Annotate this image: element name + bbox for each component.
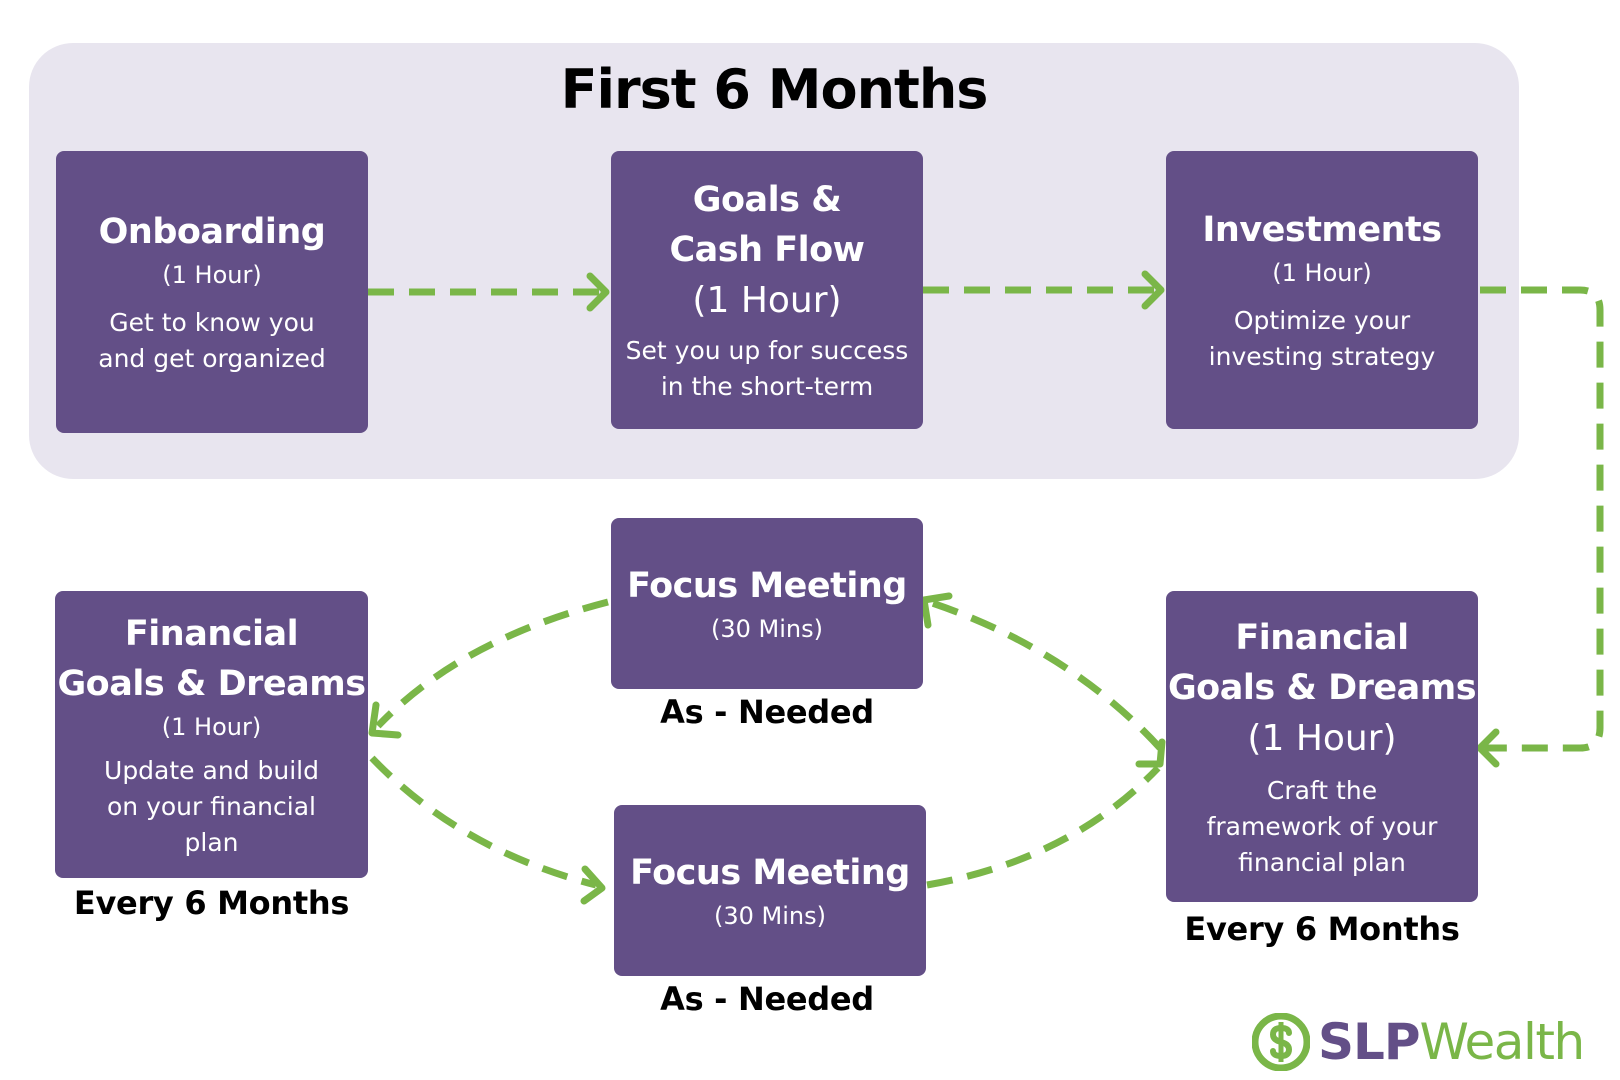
focus-meeting-bottom-duration: (30 Mins) [714,901,826,930]
onboarding-title: Onboarding [98,212,326,252]
financial-goals-right-duration: (1 Hour) [1247,717,1397,759]
goals-cash-flow-description: Set you up for success in the short-term [626,333,909,405]
investments-desc-line-2: investing strategy [1208,342,1436,371]
goals-cash-flow-duration: (1 Hour) [692,280,842,321]
connector-focus-bottom-to-financial-right [926,765,1161,889]
arrowhead-goals [586,272,610,312]
connector-financial-left-to-focus-bottom [369,755,597,889]
financial-goals-right-box: Financial Goals & Dreams (1 Hour) Craft … [1166,591,1478,902]
focus-meeting-top-caption: As - Needed [660,693,874,731]
onboarding-desc-line-2: and get organized [98,344,326,373]
dollar-circle-icon [1252,1013,1310,1071]
focus-meeting-top-title: Focus Meeting [627,565,907,606]
financial-goals-left-duration: (1 Hour) [161,712,262,741]
financial-goals-right-title-line-2: Goals & Dreams [1167,667,1477,708]
financial-goals-right-caption: Every 6 Months [1184,910,1460,948]
logo-brand-wealth: Wealth [1419,1013,1586,1071]
financial-goals-left-desc-line-3: plan [184,827,239,857]
onboarding-box: Onboarding (1 Hour) Get to know you and … [56,151,368,433]
goals-cash-flow-desc-line-1: Set you up for success [625,336,909,365]
arrowhead-investments [1141,270,1165,310]
financial-goals-right-description: Craft the framework of your financial pl… [1207,773,1438,881]
financial-goals-left-box: Financial Goals & Dreams (1 Hour) Update… [55,591,368,878]
investments-desc-line-1: Optimize your [1233,306,1411,335]
investments-title: Investments [1202,210,1442,250]
financial-goals-left-title-line-2: Goals & Dreams [57,663,366,704]
arrowhead-financial-right-bottom [1135,738,1166,768]
focus-meeting-top-box: Focus Meeting (30 Mins) [611,518,923,689]
goals-cash-flow-box: Goals & Cash Flow (1 Hour) Set you up fo… [611,151,923,429]
arrowhead-focus-top [920,592,953,629]
slp-wealth-logo: SLP Wealth [1252,1010,1586,1074]
focus-meeting-bottom-caption: As - Needed [660,980,874,1018]
arrowhead-financial-right [1476,728,1500,768]
financial-goals-left-caption: Every 6 Months [73,884,350,922]
financial-goals-left-title-line-1: Financial [124,613,299,654]
focus-meeting-bottom-title: Focus Meeting [630,852,910,893]
goals-cash-flow-desc-line-2: in the short-term [660,372,874,401]
section-title: First 6 Months [560,58,989,121]
financial-goals-left-description: Update and build on your financial plan [104,753,319,861]
onboarding-duration: (1 Hour) [162,261,262,289]
focus-meeting-bottom-box: Focus Meeting (30 Mins) [614,805,926,976]
connector-focus-top-to-financial-left [375,598,609,729]
onboarding-description: Get to know you and get organized [98,305,325,377]
connector-investments-to-financial-right [1480,286,1604,752]
investments-duration: (1 Hour) [1272,259,1372,287]
financial-goals-right-title-line-1: Financial [1235,617,1409,658]
investments-box: Investments (1 Hour) Optimize your inves… [1166,151,1478,429]
focus-meeting-top-duration: (30 Mins) [711,614,823,643]
goals-cash-flow-title-line-1: Goals & [692,180,842,220]
arrowhead-financial-left [368,701,402,739]
arrowhead-focus-bottom [580,865,606,905]
goals-cash-flow-title-line-2: Cash Flow [669,230,865,270]
financial-goals-right-desc-line-3: financial plan [1238,847,1406,877]
connector-financial-right-to-focus-top [930,599,1163,751]
financial-goals-left-desc-line-2: on your financial [107,791,316,821]
financial-goals-right-desc-line-1: Craft the [1266,775,1378,805]
logo-brand-slp: SLP [1318,1013,1421,1071]
investments-description: Optimize your investing strategy [1209,303,1436,375]
financial-goals-right-desc-line-2: framework of your [1206,811,1438,841]
onboarding-desc-line-1: Get to know you [109,308,315,337]
financial-goals-left-desc-line-1: Update and build [104,755,319,785]
